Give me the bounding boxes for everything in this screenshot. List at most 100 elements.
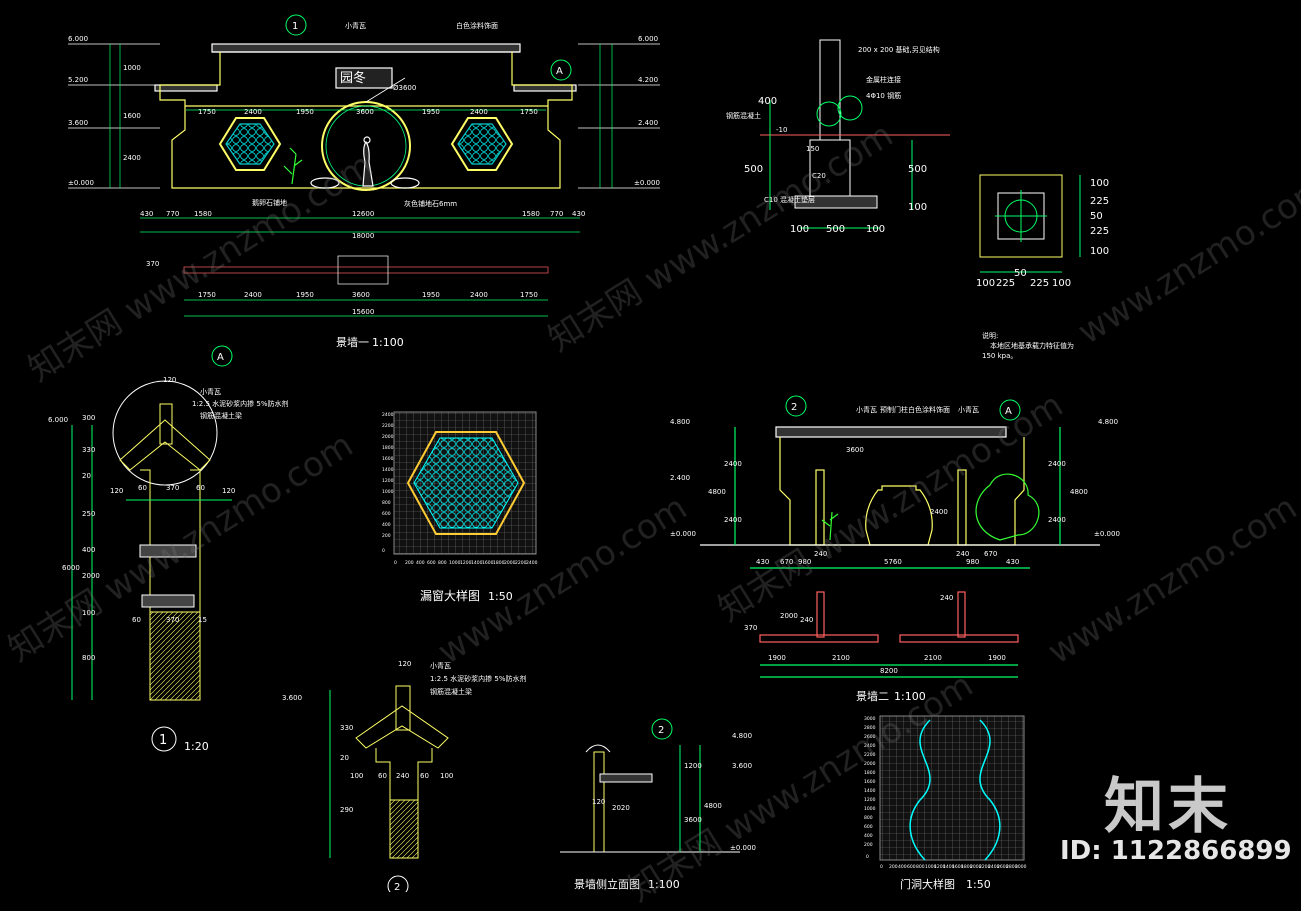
- detail-one-total: 6000: [62, 564, 80, 572]
- wall-one-outline: [159, 52, 573, 189]
- wall-two-plan-w-1: 240: [800, 616, 813, 624]
- wall-one-mid-dim-6: 770: [550, 210, 563, 218]
- wall-one-top-dim-6: 2400: [470, 108, 488, 116]
- gate-x-13: 2600: [997, 864, 1009, 870]
- wall-two-dim-9: 430: [1006, 558, 1019, 566]
- detail-two-dim-v-3: 290: [340, 806, 353, 814]
- lattice-y-0: 2400: [382, 412, 394, 418]
- wall-one-plan-dim-2: 2400: [244, 291, 262, 299]
- wall-two-vase-h: 2400: [930, 508, 948, 516]
- gate-y-7: 1600: [864, 779, 876, 785]
- wall-one-top-dim-2: 2400: [244, 108, 262, 116]
- lattice-y-3: 1800: [382, 445, 394, 451]
- lattice-x-6: 1200: [460, 560, 472, 566]
- wall-two-plan-v-1: 2000: [780, 612, 798, 620]
- wall-one-plan-dim-3: 1950: [296, 291, 314, 299]
- gate-x-4: 800: [916, 864, 925, 870]
- wall-two-dim-8: 670: [984, 550, 997, 558]
- detail-two-dim-mid-2: 60: [378, 772, 387, 780]
- wall-two-plan-dim-1: 1900: [768, 654, 786, 662]
- wall-one-level-4: ±0.000: [68, 179, 94, 187]
- wall-two-v-right-2: 2400: [1048, 516, 1066, 524]
- foundation-dim-left-1: 400: [758, 96, 777, 107]
- rock-2: [390, 177, 420, 189]
- wall-two-dim-5: 5760: [884, 558, 902, 566]
- wall-two-v-left-2: 2400: [724, 516, 742, 524]
- lattice-x-1: 200: [405, 560, 414, 566]
- detail-one-label-concrete: 钢筋混凝土梁: [200, 411, 242, 420]
- wall-one-level-r1: 6.000: [638, 35, 658, 43]
- lattice-x-7: 1400: [471, 560, 483, 566]
- foundation-lvl: -10: [776, 126, 787, 134]
- section-dim-4: 225: [1030, 278, 1049, 289]
- wall-one-roof-left: [154, 84, 218, 92]
- gate-y-11: 800: [864, 815, 873, 821]
- gate-y-0: 3000: [864, 716, 876, 722]
- detail-one-base-1: 60: [132, 616, 141, 624]
- detail-one-label-tile: 小青瓦: [200, 387, 221, 396]
- detail-two-section: [329, 685, 449, 859]
- wall-two-roof: [775, 426, 1007, 438]
- wall-one-total: 18000: [352, 232, 374, 240]
- wall-two-dim-7: 980: [966, 558, 979, 566]
- gate-scale: 1:50: [966, 878, 991, 891]
- rock-1: [310, 177, 340, 189]
- lattice-y-4: 1600: [382, 456, 394, 462]
- foundation-base: C10 混凝土垫层: [764, 195, 815, 204]
- wall-one-dimensions: [68, 43, 660, 317]
- side-level-3: ±0.000: [730, 844, 756, 852]
- wall-one-v-dim-1: 1000: [123, 64, 141, 72]
- section-dim-1: 100: [976, 278, 995, 289]
- gate-x-14: 2800: [1006, 864, 1018, 870]
- text-layer: 1 A 园冬 小青瓦 白色涂料饰面 鹅卵石铺地 灰色铺地石6mm Ø3600 6…: [48, 14, 1120, 892]
- wall-one-tag-1: 1: [292, 21, 298, 32]
- detail-two-dim-top: 120: [398, 660, 411, 668]
- cad-drawing-canvas: 1 A 园冬 小青瓦 白色涂料饰面 鹅卵石铺地 灰色铺地石6mm Ø3600 6…: [48, 14, 1120, 892]
- detail-one-dim-mid-4: 60: [196, 484, 205, 492]
- wall-one-top-dim-5: 1950: [422, 108, 440, 116]
- gate-y-10: 1000: [864, 806, 876, 812]
- wall-two-level-2: 2.400: [670, 474, 690, 482]
- foundation-ann3: 钢筋混凝土: [726, 111, 761, 120]
- wall-one-roof-top: [211, 43, 521, 53]
- lattice-x-8: 1600: [482, 560, 494, 566]
- wall-two-level-3: ±0.000: [670, 530, 696, 538]
- wall-two-label-tile: 小青瓦: [856, 405, 877, 414]
- gate-x-0: 0: [880, 864, 883, 870]
- wall-one-label-ground: 鹅卵石铺地: [252, 198, 287, 207]
- lattice-title: 漏窗大样图: [420, 588, 480, 603]
- wall-two-plan-dim-4: 1900: [988, 654, 1006, 662]
- side-title: 景墙侧立面图: [574, 877, 640, 891]
- gate-curve-right: [979, 719, 1001, 861]
- gate-y-15: 0: [866, 854, 869, 860]
- gate-x-3: 600: [907, 864, 916, 870]
- gate-y-14: 200: [864, 842, 873, 848]
- wall-two-dim-6: 240: [956, 550, 969, 558]
- detail-one-dim-mid-1: 120: [110, 487, 123, 495]
- wall-two-label-tile2: 小青瓦: [958, 405, 979, 414]
- detail-one-dim-v-5: 400: [82, 546, 95, 554]
- detail-one-lvl: 6.000: [48, 416, 68, 424]
- section-dim-5: 100: [1052, 278, 1071, 289]
- detail-two-label-tile: 小青瓦: [430, 661, 451, 670]
- gate-x-9: 1800: [961, 864, 973, 870]
- lattice-y-12: 0: [382, 548, 385, 554]
- detail-one-dim-v-4: 250: [82, 510, 95, 518]
- wall-two-v-right-1: 2400: [1048, 460, 1066, 468]
- lattice-y-11: 200: [382, 533, 391, 539]
- detail-two-label-mortar: 1:2.5 水泥砂浆内掺 5%防水剂: [430, 674, 527, 683]
- lattice-y-5: 1400: [382, 467, 394, 473]
- side-elevation: [560, 744, 740, 853]
- detail-two-dim-mid-1: 100: [350, 772, 363, 780]
- wall-two-span: 3600: [846, 446, 864, 454]
- lattice-hexagon: [406, 431, 526, 535]
- lattice-scale: 1:50: [488, 590, 513, 603]
- section-right-5: 100: [1090, 246, 1109, 257]
- foundation-dim-mid: 150: [806, 145, 819, 153]
- side-width: 2020: [612, 804, 630, 812]
- side-scale: 1:100: [648, 878, 680, 891]
- wall-one-top-dim-1: 1750: [198, 108, 216, 116]
- wall-two-dim-4: 240: [814, 550, 827, 558]
- wall-one-level-r2: 4.200: [638, 76, 658, 84]
- wall-two-dim-3: 980: [798, 558, 811, 566]
